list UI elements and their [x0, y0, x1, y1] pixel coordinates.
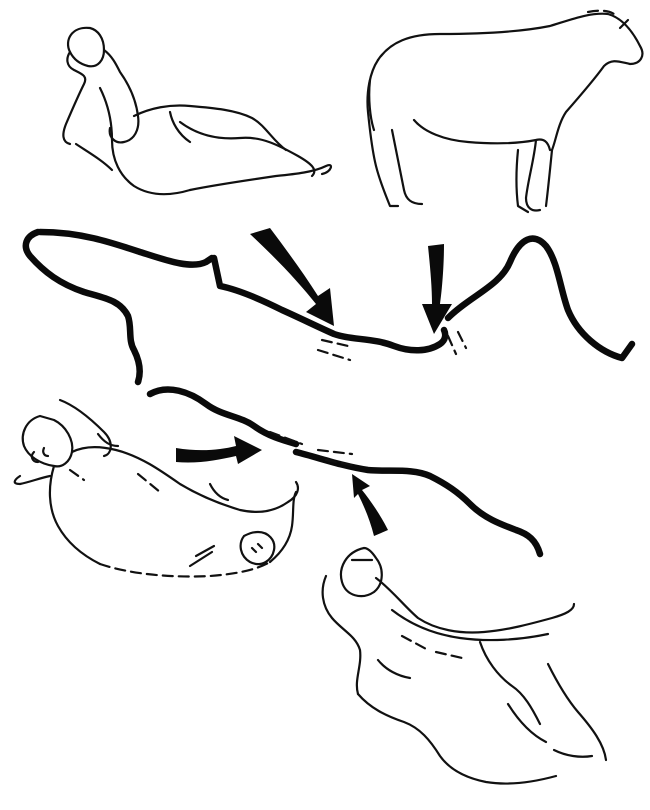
arrow-woman2-to-wall	[352, 474, 388, 536]
lower-rock-profile	[150, 389, 540, 554]
reclining-woman-top-left	[63, 28, 331, 194]
horse-top-right	[367, 11, 642, 212]
arrow-bison-to-wall	[176, 436, 262, 464]
reclining-woman-bottom-right	[323, 548, 606, 784]
